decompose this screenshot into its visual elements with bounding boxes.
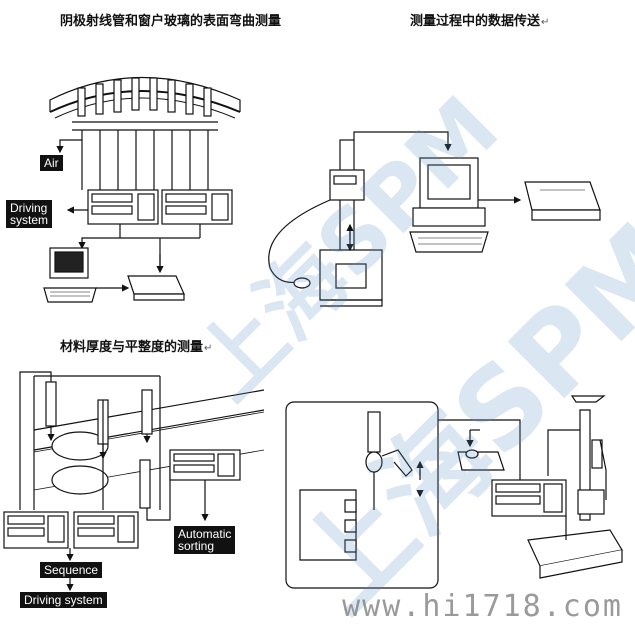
label-sequence: Sequence [40, 562, 103, 578]
label-driving-bottom-text: Driving system [24, 593, 103, 607]
label-driving-line1: Driving [10, 201, 48, 215]
return-mark: ↵ [204, 343, 213, 354]
return-mark: ↵ [541, 17, 550, 28]
label-automatic-line1: Automatic [178, 527, 232, 541]
label-automatic-sorting: Automatic sorting [174, 526, 236, 554]
label-air-text: Air [44, 156, 59, 170]
bore-gauge-rig [285, 395, 623, 589]
label-driving-system-bottom: Driving system [20, 592, 107, 608]
caption-curvature-text: 阴极射线管和窗户玻璃的表面弯曲测量 [60, 14, 282, 29]
thickness-rig [3, 371, 265, 592]
caption-data-transfer: 测量过程中的数据传送↵ [410, 10, 549, 29]
watermark-site-text: www.hi1718.com [342, 589, 623, 624]
caption-thickness-text: 材料厚度与平整度的测量 [60, 340, 204, 355]
label-driving-system-top: Driving system [6, 200, 53, 228]
label-air: Air [40, 155, 63, 171]
caption-curvature: 阴极射线管和窗户玻璃的表面弯曲测量 [60, 10, 281, 29]
curvature-rig [43, 77, 241, 303]
label-sequence-text: Sequence [44, 563, 99, 577]
caption-data-transfer-text: 测量过程中的数据传送 [410, 14, 541, 29]
data-transfer-rig [268, 131, 601, 307]
probe-array [77, 77, 212, 117]
watermark-site: www.hi1718.com [342, 589, 623, 624]
caption-thickness: 材料厚度与平整度的测量↵ [60, 336, 212, 355]
label-automatic-line2: sorting [178, 539, 215, 553]
label-driving-line2: system [10, 213, 49, 227]
